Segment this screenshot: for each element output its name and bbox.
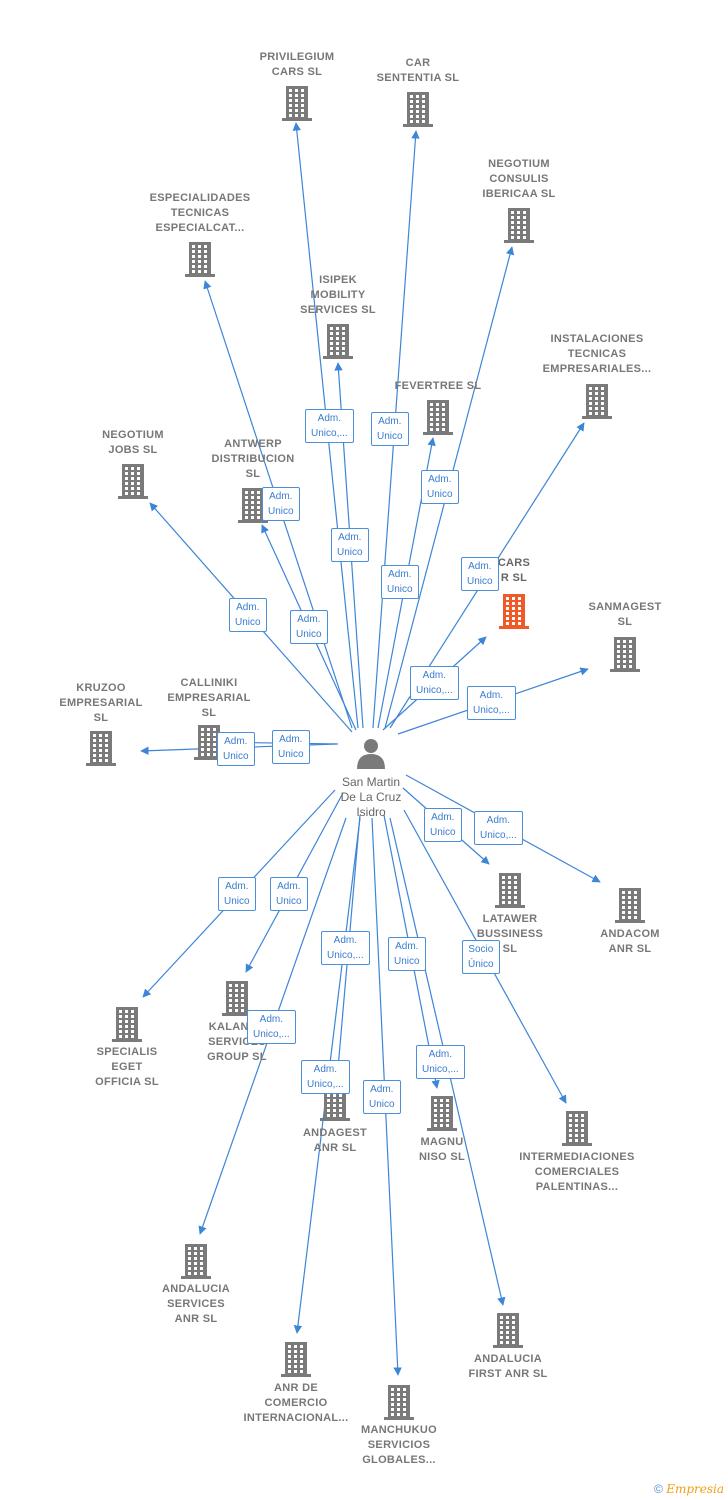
role-badge-kalanba[interactable]: Adm. Unico: [270, 877, 308, 911]
building-icon-isipek[interactable]: [323, 324, 353, 359]
building-icon-andalucia-first[interactable]: [493, 1313, 523, 1348]
building-icon-magnuniso[interactable]: [427, 1096, 457, 1131]
company-label-magnuniso[interactable]: MAGNU NISO SL: [418, 1136, 466, 1163]
role-badge-negotium-consulis[interactable]: Adm. Unico: [381, 565, 419, 599]
company-label-negotium-jobs[interactable]: NEGOTIUM JOBS SL: [102, 429, 164, 456]
role-badge-cars-sl[interactable]: Adm. Unico,...: [410, 666, 459, 700]
company-label-latawer[interactable]: LATAWER BUSSINESS SL: [476, 913, 544, 955]
role-badge-negotium-jobs[interactable]: Adm. Unico: [229, 598, 267, 632]
building-icon-especialidades[interactable]: [185, 242, 215, 277]
person-icon[interactable]: [357, 739, 385, 769]
role-badge-specialis[interactable]: Adm. Unico: [218, 877, 256, 911]
role-badge-fevertree[interactable]: Adm. Unico: [421, 470, 459, 504]
role-badge-calliniki[interactable]: Adm. Unico: [272, 730, 310, 764]
company-label-antwerp[interactable]: ANTWERP DISTRIBUCION SL: [211, 438, 295, 480]
building-icon-specialis[interactable]: [112, 1007, 142, 1042]
role-badge-antwerp[interactable]: Adm. Unico: [262, 487, 300, 521]
company-label-andalucia-services[interactable]: ANDALUCIA SERVICES ANR SL: [161, 1283, 231, 1325]
role-badge-andalucia-services[interactable]: Adm. Unico,...: [247, 1010, 296, 1044]
company-label-especialidades[interactable]: ESPECIALIDADES TECNICAS ESPECIALCAT...: [149, 192, 251, 234]
role-badge-car-sententia[interactable]: Adm. Unico: [371, 412, 409, 446]
footer-brand: © Empresia: [654, 1482, 724, 1496]
company-label-andacom[interactable]: ANDACOM ANR SL: [600, 928, 660, 955]
company-label-andagest[interactable]: ANDAGEST ANR SL: [302, 1127, 368, 1154]
company-label-isipek[interactable]: ISIPEK MOBILITY SERVICES SL: [300, 274, 376, 316]
building-icon-kalanba[interactable]: [222, 981, 252, 1016]
company-label-kruzoo[interactable]: KRUZOO EMPRESARIAL SL: [59, 682, 143, 724]
building-icon-andalucia-services[interactable]: [181, 1244, 211, 1279]
company-label-negotium-consulis[interactable]: NEGOTIUM CONSULIS IBERICAA SL: [482, 158, 556, 200]
company-label-cars-sl[interactable]: CARS R SL: [497, 557, 531, 584]
building-icon-privilegium[interactable]: [282, 86, 312, 121]
building-icon-intermediaciones[interactable]: [562, 1111, 592, 1146]
building-icon-antwerp[interactable]: [238, 488, 268, 523]
company-label-andalucia-first[interactable]: ANDALUCIA FIRST ANR SL: [468, 1353, 548, 1380]
company-label-manchukuo[interactable]: MANCHUKUO SERVICIOS GLOBALES...: [360, 1424, 438, 1466]
building-icon-manchukuo[interactable]: [384, 1385, 414, 1420]
building-icon-sanmagest[interactable]: [610, 637, 640, 672]
role-badge-privilegium[interactable]: Adm. Unico: [331, 528, 369, 562]
company-label-calliniki[interactable]: CALLINIKI EMPRESARIAL SL: [167, 677, 251, 719]
role-badge-andalucia-first[interactable]: Adm. Unico,...: [416, 1045, 465, 1079]
brand-name: Empresia: [666, 1482, 724, 1496]
building-icon-latawer[interactable]: [495, 873, 525, 908]
role-badge-latawer[interactable]: Adm. Unico: [424, 808, 462, 842]
company-label-car-sententia[interactable]: CAR SENTENTIA SL: [376, 57, 460, 84]
copyright-symbol: ©: [654, 1482, 663, 1496]
company-label-specialis[interactable]: SPECIALIS EGET OFFICIA SL: [95, 1046, 159, 1088]
role-badge-andacom[interactable]: Adm. Unico,...: [474, 811, 523, 845]
role-badge-magnuniso[interactable]: Adm. Unico: [388, 937, 426, 971]
building-icon-fevertree[interactable]: [423, 400, 453, 435]
role-badge-andagest[interactable]: Adm. Unico,...: [321, 931, 370, 965]
company-label-privilegium[interactable]: PRIVILEGIUM CARS SL: [259, 51, 335, 78]
role-badge-sanmagest[interactable]: Adm. Unico,...: [467, 686, 516, 720]
building-icon-instalaciones[interactable]: [582, 384, 612, 419]
company-label-instalaciones[interactable]: INSTALACIONES TECNICAS EMPRESARIALES...: [542, 333, 652, 375]
building-icon-negotium-consulis[interactable]: [504, 208, 534, 243]
center-person-name[interactable]: San Martin De La Cruz Isidro: [340, 775, 402, 819]
building-icon-car-sententia[interactable]: [403, 92, 433, 127]
role-badge-especialidades[interactable]: Adm. Unico: [290, 610, 328, 644]
role-badge-kruzoo[interactable]: Adm. Unico: [217, 732, 255, 766]
role-badge-anr-comercio[interactable]: Adm. Unico,...: [301, 1060, 350, 1094]
role-badge-instalaciones[interactable]: Adm. Unico: [461, 557, 499, 591]
building-icon-kruzoo[interactable]: [86, 731, 116, 766]
building-icon-andacom[interactable]: [615, 888, 645, 923]
company-label-fevertree[interactable]: FEVERTREE SL: [394, 380, 482, 392]
building-icon-cars-sl[interactable]: [499, 594, 529, 629]
building-icon-negotium-jobs[interactable]: [118, 464, 148, 499]
building-icon-calliniki[interactable]: [194, 725, 224, 760]
role-badge-isipek[interactable]: Adm. Unico,...: [305, 409, 354, 443]
company-label-sanmagest[interactable]: SANMAGEST SL: [588, 601, 662, 628]
role-badge-intermediaciones[interactable]: Socio Único: [462, 940, 500, 974]
building-icon-anr-comercio[interactable]: [281, 1342, 311, 1377]
building-icon-andagest[interactable]: [320, 1086, 350, 1121]
role-badge-manchukuo[interactable]: Adm. Unico: [363, 1080, 401, 1114]
company-label-anr-comercio[interactable]: ANR DE COMERCIO INTERNACIONAL...: [243, 1382, 349, 1424]
company-label-intermediaciones[interactable]: INTERMEDIACIONES COMERCIALES PALENTINAS.…: [519, 1151, 635, 1193]
